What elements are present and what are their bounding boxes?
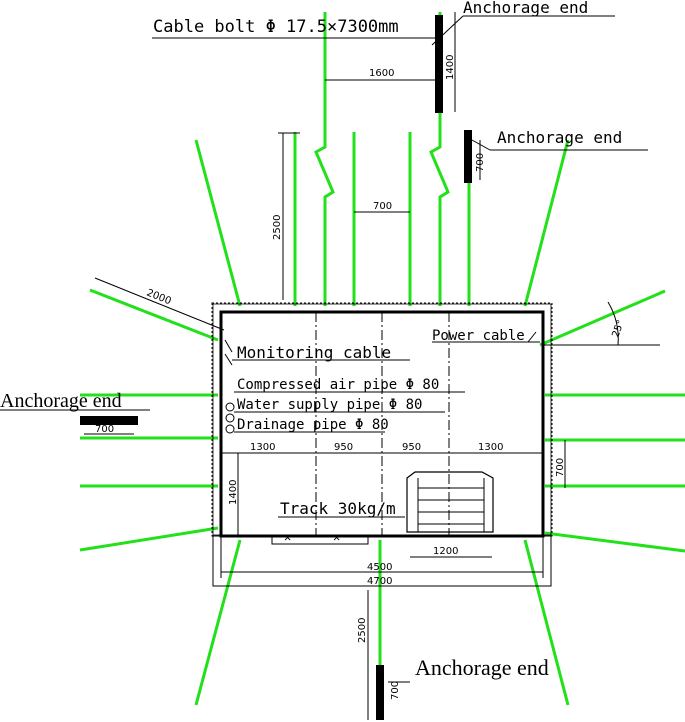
track-rail-right: ✕	[333, 530, 340, 544]
track-bed	[271, 535, 369, 545]
dim-950-a: 950	[334, 442, 353, 453]
anchorage-plate-upper-right	[464, 130, 472, 183]
anchorage-plate-left	[80, 416, 138, 425]
anchorage-end-bottom-label: Anchorage end	[415, 655, 549, 680]
dim-700-right: 700	[555, 458, 566, 477]
dim-700-bottom: 700	[390, 681, 401, 700]
bolt-left-diagonal-upper	[89, 288, 219, 342]
monitoring-cable-label: Monitoring cable	[237, 343, 391, 362]
compressed-air-pipe-label: Compressed air pipe Φ 80	[237, 377, 439, 393]
cable-hanger	[224, 339, 233, 353]
dim-1200: 1200	[433, 546, 458, 557]
dim-2000: 2000	[145, 288, 173, 308]
power-cable-hanger	[527, 331, 537, 343]
anchorage-end-top-label: Anchorage end	[463, 0, 588, 17]
dim-1300-right: 1300	[478, 442, 503, 453]
anchorage-plates	[80, 15, 472, 720]
dim-950-b: 950	[402, 442, 421, 453]
bolt-top-left-diagonal	[194, 139, 242, 307]
dim-4700: 4700	[367, 576, 392, 587]
roadway-section: ✕ ✕	[211, 302, 553, 587]
dimension-texts: 1600 1400 700 700 2500 2000 25° 700 1300…	[95, 55, 627, 700]
power-cable-label: Power cable	[432, 328, 525, 344]
shotcrete-outer	[211, 302, 553, 537]
anchorage-plate-top	[435, 15, 443, 113]
bolt-top-5	[429, 12, 450, 306]
bolt-floor-right	[523, 539, 570, 706]
anchorage-end-upper-right-label: Anchorage end	[497, 128, 622, 147]
dim-700-spacing: 700	[373, 201, 392, 212]
dim-1400-top: 1400	[445, 55, 456, 80]
bolt-floor-left	[194, 539, 242, 706]
dim-1600: 1600	[369, 68, 394, 79]
cable-bolt-label: Cable bolt Φ 17.5×7300mm	[153, 17, 399, 37]
dimension-lines	[0, 12, 660, 720]
compressed-air-pipe	[225, 402, 235, 412]
bolt-left-diagonal-lower	[79, 526, 219, 552]
dim-700-left: 700	[95, 424, 114, 435]
dim-angle: 25°	[610, 319, 626, 339]
dim-1400-left: 1400	[228, 480, 239, 505]
dim-700-top: 700	[475, 153, 486, 172]
track-rail-left: ✕	[284, 530, 291, 544]
anchorage-plate-bottom	[376, 665, 384, 720]
bolt-top-right-diagonal	[523, 139, 570, 307]
text-labels: Cable bolt Φ 17.5×7300mm Anchorage end A…	[0, 0, 622, 680]
dim-2500-top: 2500	[272, 215, 283, 240]
bolt-right-diagonal-lower	[544, 531, 685, 553]
anchorage-end-left-label: Anchorage end	[0, 390, 122, 412]
bolt-top-2	[314, 12, 335, 306]
dim-1300-left: 1300	[250, 442, 275, 453]
drainage-pipe-label: Drainage pipe Φ 80	[237, 417, 389, 433]
dim-4500: 4500	[367, 562, 392, 573]
water-supply-pipe-label: Water supply pipe Φ 80	[237, 397, 422, 413]
water-supply-pipe	[225, 413, 235, 423]
bolt-right-diagonal-upper	[539, 289, 666, 347]
dim-2500-bottom: 2500	[357, 618, 368, 643]
drainage-pipe	[225, 424, 235, 434]
mine-car	[406, 471, 494, 533]
track-label: Track 30kg/m	[280, 499, 396, 518]
cable-hanger-2	[224, 353, 233, 366]
